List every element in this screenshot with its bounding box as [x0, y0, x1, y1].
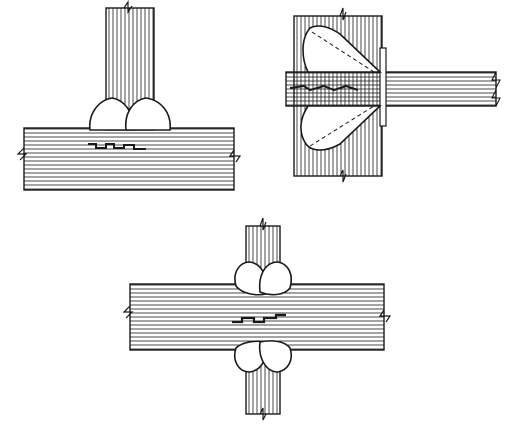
break-line-right — [228, 149, 242, 163]
break-line-right — [491, 71, 501, 107]
break-line-left — [122, 305, 134, 319]
break-line-bottom — [259, 407, 267, 421]
bevel-weld-lower-fusion — [309, 105, 375, 147]
bevel-weld-upper — [302, 25, 383, 73]
break-line-bottom — [339, 169, 347, 183]
bevel-weld-lower — [300, 105, 383, 151]
bevel-weld-upper-fusion — [311, 31, 375, 73]
fillet-weld-lower-right — [258, 340, 293, 373]
break-line-top — [259, 217, 267, 231]
fillet-weld-right — [124, 97, 171, 131]
horizontal-plate — [285, 71, 497, 107]
lamellar-crack — [232, 313, 286, 324]
corner-joint-panel — [285, 7, 501, 183]
fillet-weld-upper-right — [258, 261, 293, 296]
break-line-right — [378, 309, 392, 323]
lamellar-crack — [289, 84, 359, 92]
base-plate — [23, 127, 235, 191]
tee-joint-panel — [16, 0, 242, 191]
cruciform-joint-panel — [122, 217, 392, 421]
backing-strip — [379, 47, 387, 127]
break-line-top — [339, 7, 347, 21]
break-line-left — [16, 147, 28, 161]
lamellar-crack — [88, 143, 146, 150]
break-line-top — [123, 0, 133, 14]
